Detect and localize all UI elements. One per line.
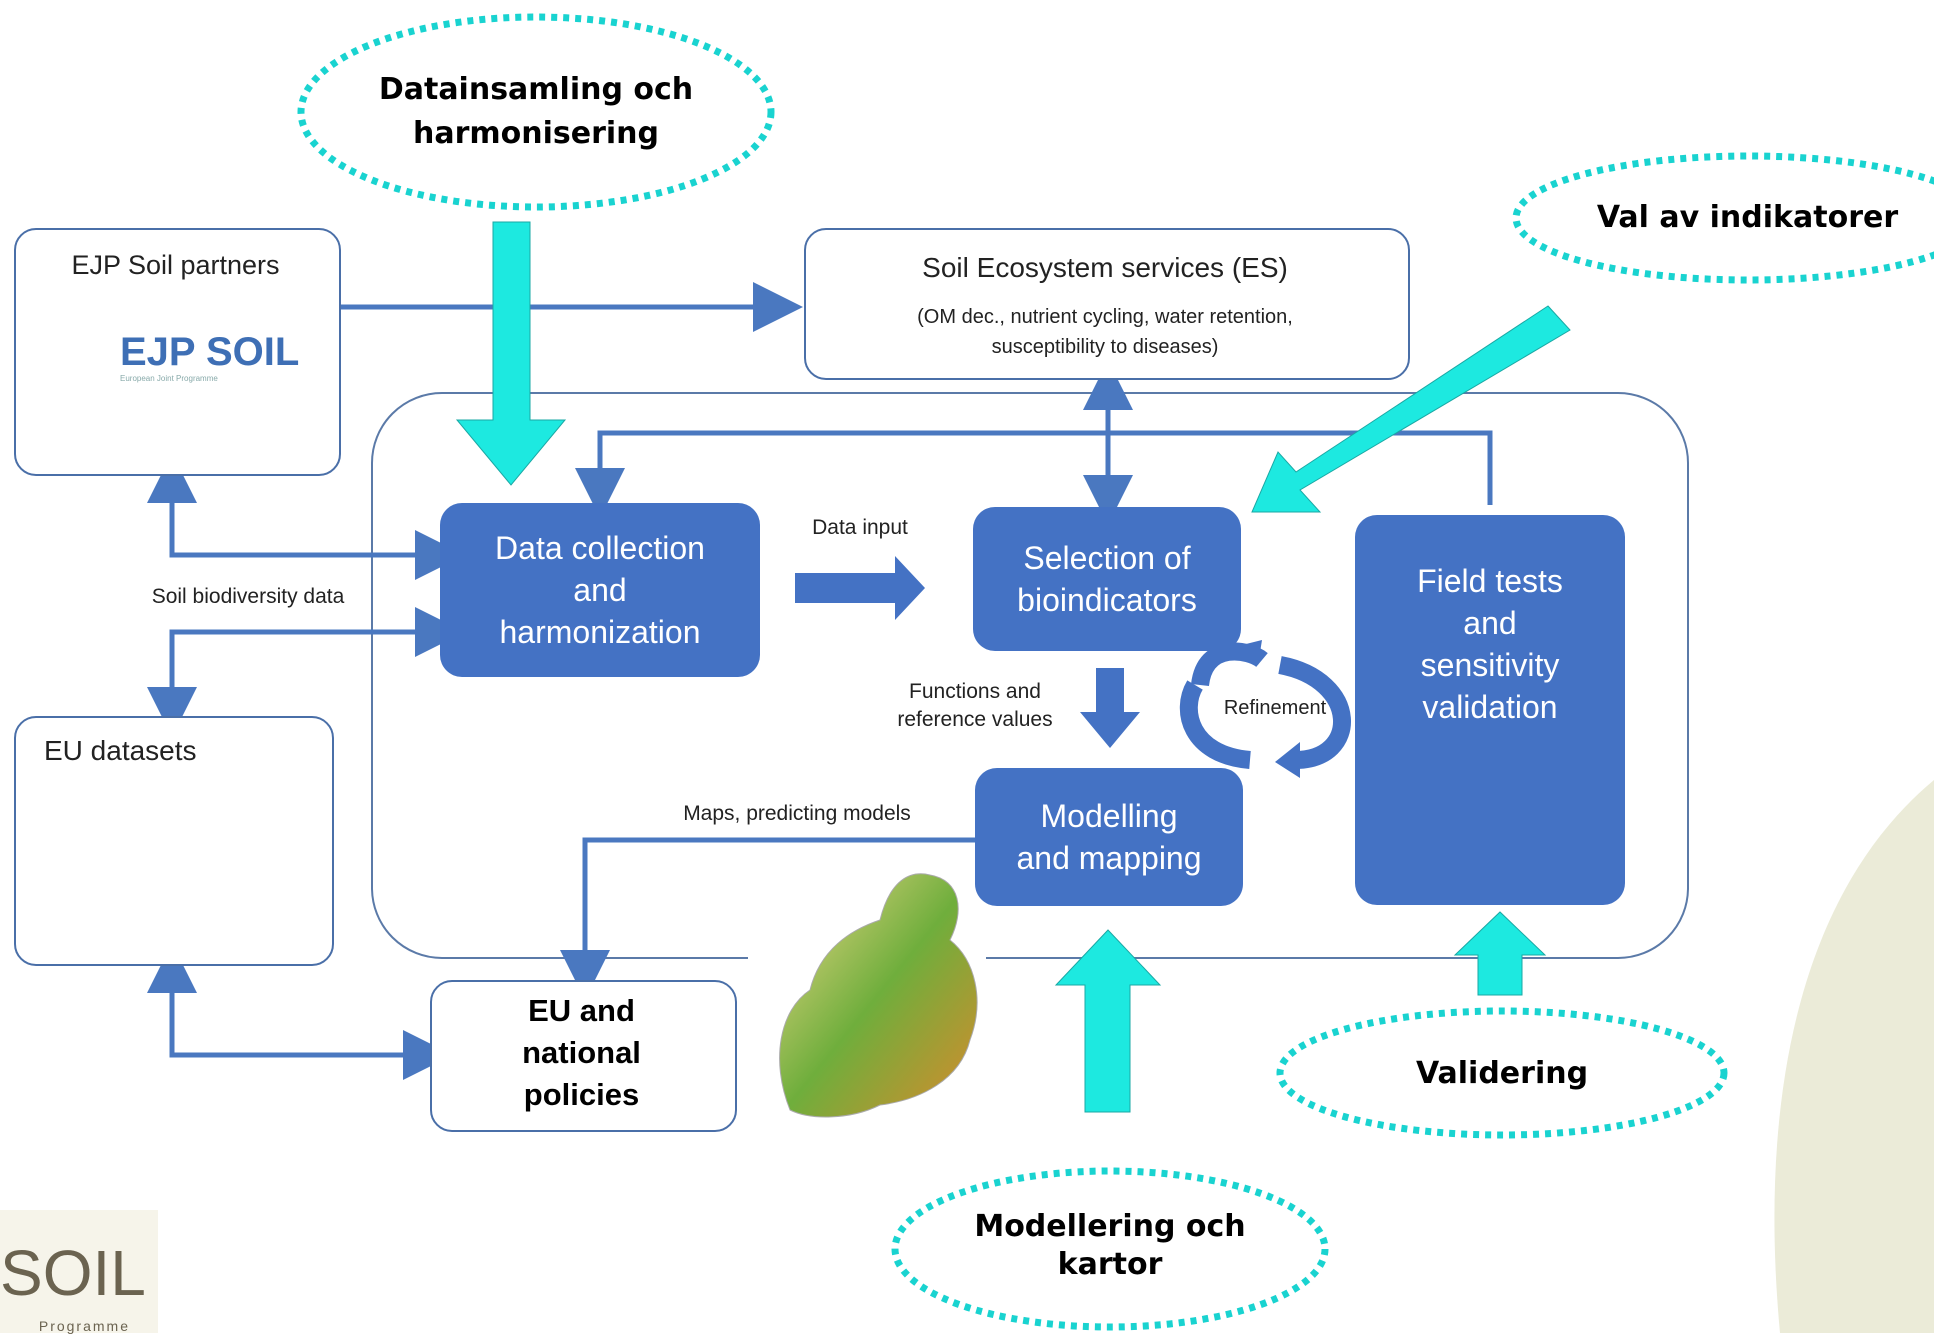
functions-down-arrow	[1080, 668, 1140, 748]
partners-datacollection-line	[169, 485, 465, 580]
soil-biodiversity-label: Soil biodiversity data	[151, 585, 345, 608]
callout-indicators: Val av indikatorer	[1596, 200, 1899, 235]
modelling-box: Modelling and mapping	[975, 768, 1243, 906]
europe-map-shape	[779, 873, 978, 1118]
cyan-arrow-data	[455, 221, 567, 486]
callout-data-ellipse	[297, 13, 775, 211]
refinement-arrow-right	[1278, 656, 1351, 769]
callout-validation: Validering	[1415, 1056, 1589, 1091]
policies-box	[430, 980, 737, 1132]
ejp-logo-text: EJP SOIL	[120, 330, 300, 374]
eu-datacollection-line	[169, 607, 465, 710]
partners-title: EJP Soil partners	[71, 250, 280, 280]
functions-label: Functions and reference values	[897, 680, 1053, 731]
maps-label: Maps, predicting models	[683, 802, 911, 825]
eu-datasets-box	[14, 716, 334, 966]
ecosystem-title: Soil Ecosystem services (ES)	[922, 252, 1288, 283]
maps-to-policies-line	[560, 837, 975, 1000]
data-input-arrow	[795, 556, 925, 620]
refinement-label: Refinement	[1223, 697, 1327, 719]
partners-box	[14, 228, 341, 476]
callout-validation-ellipse	[1276, 1007, 1728, 1139]
ejp-logo-subtitle: European Joint Programme	[120, 374, 218, 383]
data-collection-box: Data collection and harmonization	[440, 503, 760, 677]
eu-datasets-title: EU datasets	[44, 735, 197, 766]
field-tests-box: Field tests and sensitivity validation	[1355, 515, 1625, 905]
cyan-arrow-validation	[1453, 911, 1547, 996]
process-container	[371, 392, 1689, 959]
corner-logo-text: SOIL	[0, 1237, 146, 1309]
policies-label: EU and national policies	[522, 993, 641, 1112]
background-beige-shape	[1774, 780, 1934, 1333]
corner-logo-bg	[0, 1210, 158, 1333]
corner-logo-sub: Programme	[38, 1318, 130, 1334]
refinement-arrow-bottom	[1179, 680, 1252, 769]
eu-policies-line	[169, 975, 453, 1080]
data-input-label: Data input	[812, 516, 908, 539]
ecosystem-box	[804, 228, 1410, 380]
cyan-arrow-modelling	[1054, 929, 1162, 1113]
callout-data-collection: Datainsamling och harmonisering	[378, 72, 694, 151]
cyan-arrow-indicators	[1251, 305, 1571, 513]
feedback-loop-line	[575, 430, 1493, 518]
callout-modelling: Modellering och kartor	[974, 1209, 1246, 1282]
selection-box: Selection of bioindicators	[973, 507, 1241, 651]
callout-modelling-ellipse	[891, 1167, 1329, 1331]
ecosystem-subtitle: (OM dec., nutrient cycling, water retent…	[917, 306, 1293, 358]
